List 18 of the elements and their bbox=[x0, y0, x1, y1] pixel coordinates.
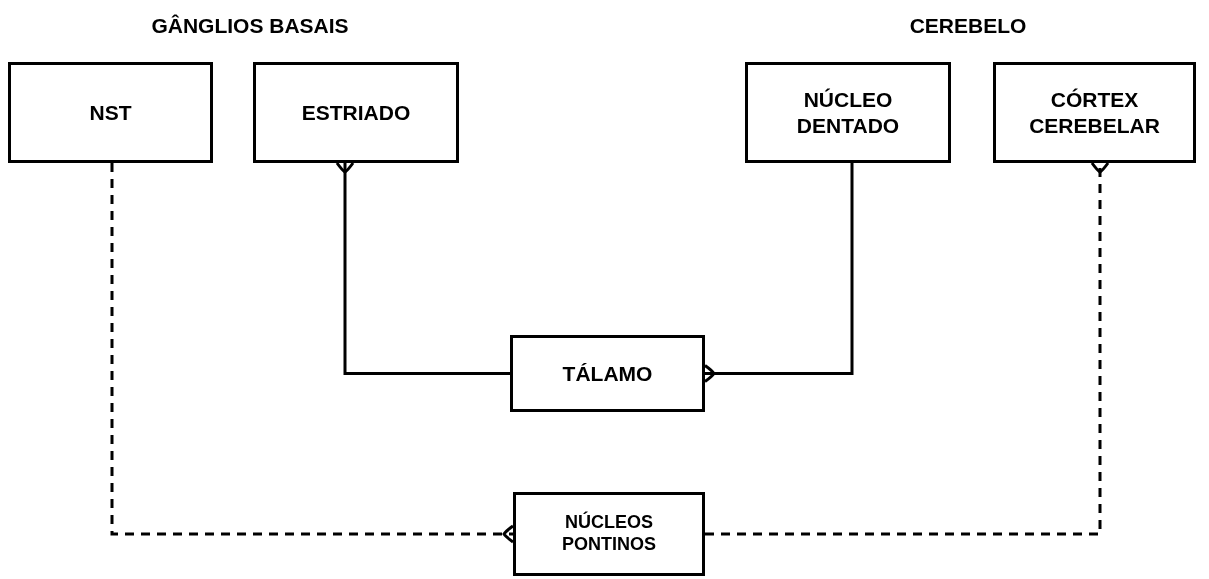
structure-box bbox=[8, 62, 213, 163]
box-label: NST bbox=[89, 99, 132, 126]
box-label: ESTRIADO bbox=[301, 99, 411, 126]
group-heading: GÂNGLIOS BASAIS bbox=[151, 14, 349, 38]
group-heading: CEREBELO bbox=[909, 14, 1027, 38]
structure-box bbox=[510, 335, 705, 412]
dashed-connector bbox=[110, 163, 515, 544]
structure-box bbox=[745, 62, 951, 163]
structure-box bbox=[513, 492, 705, 576]
box-label: NÚCLEOS PONTINOS bbox=[561, 512, 657, 556]
box-label: CÓRTEX CEREBELAR bbox=[1028, 87, 1161, 138]
structure-box bbox=[253, 62, 459, 163]
dashed-connector bbox=[705, 161, 1110, 536]
box-label: NÚCLEO DENTADO bbox=[795, 87, 901, 138]
box-label: TÁLAMO bbox=[562, 360, 653, 387]
structure-box bbox=[993, 62, 1196, 163]
connector bbox=[335, 161, 510, 375]
connector bbox=[703, 163, 854, 383]
